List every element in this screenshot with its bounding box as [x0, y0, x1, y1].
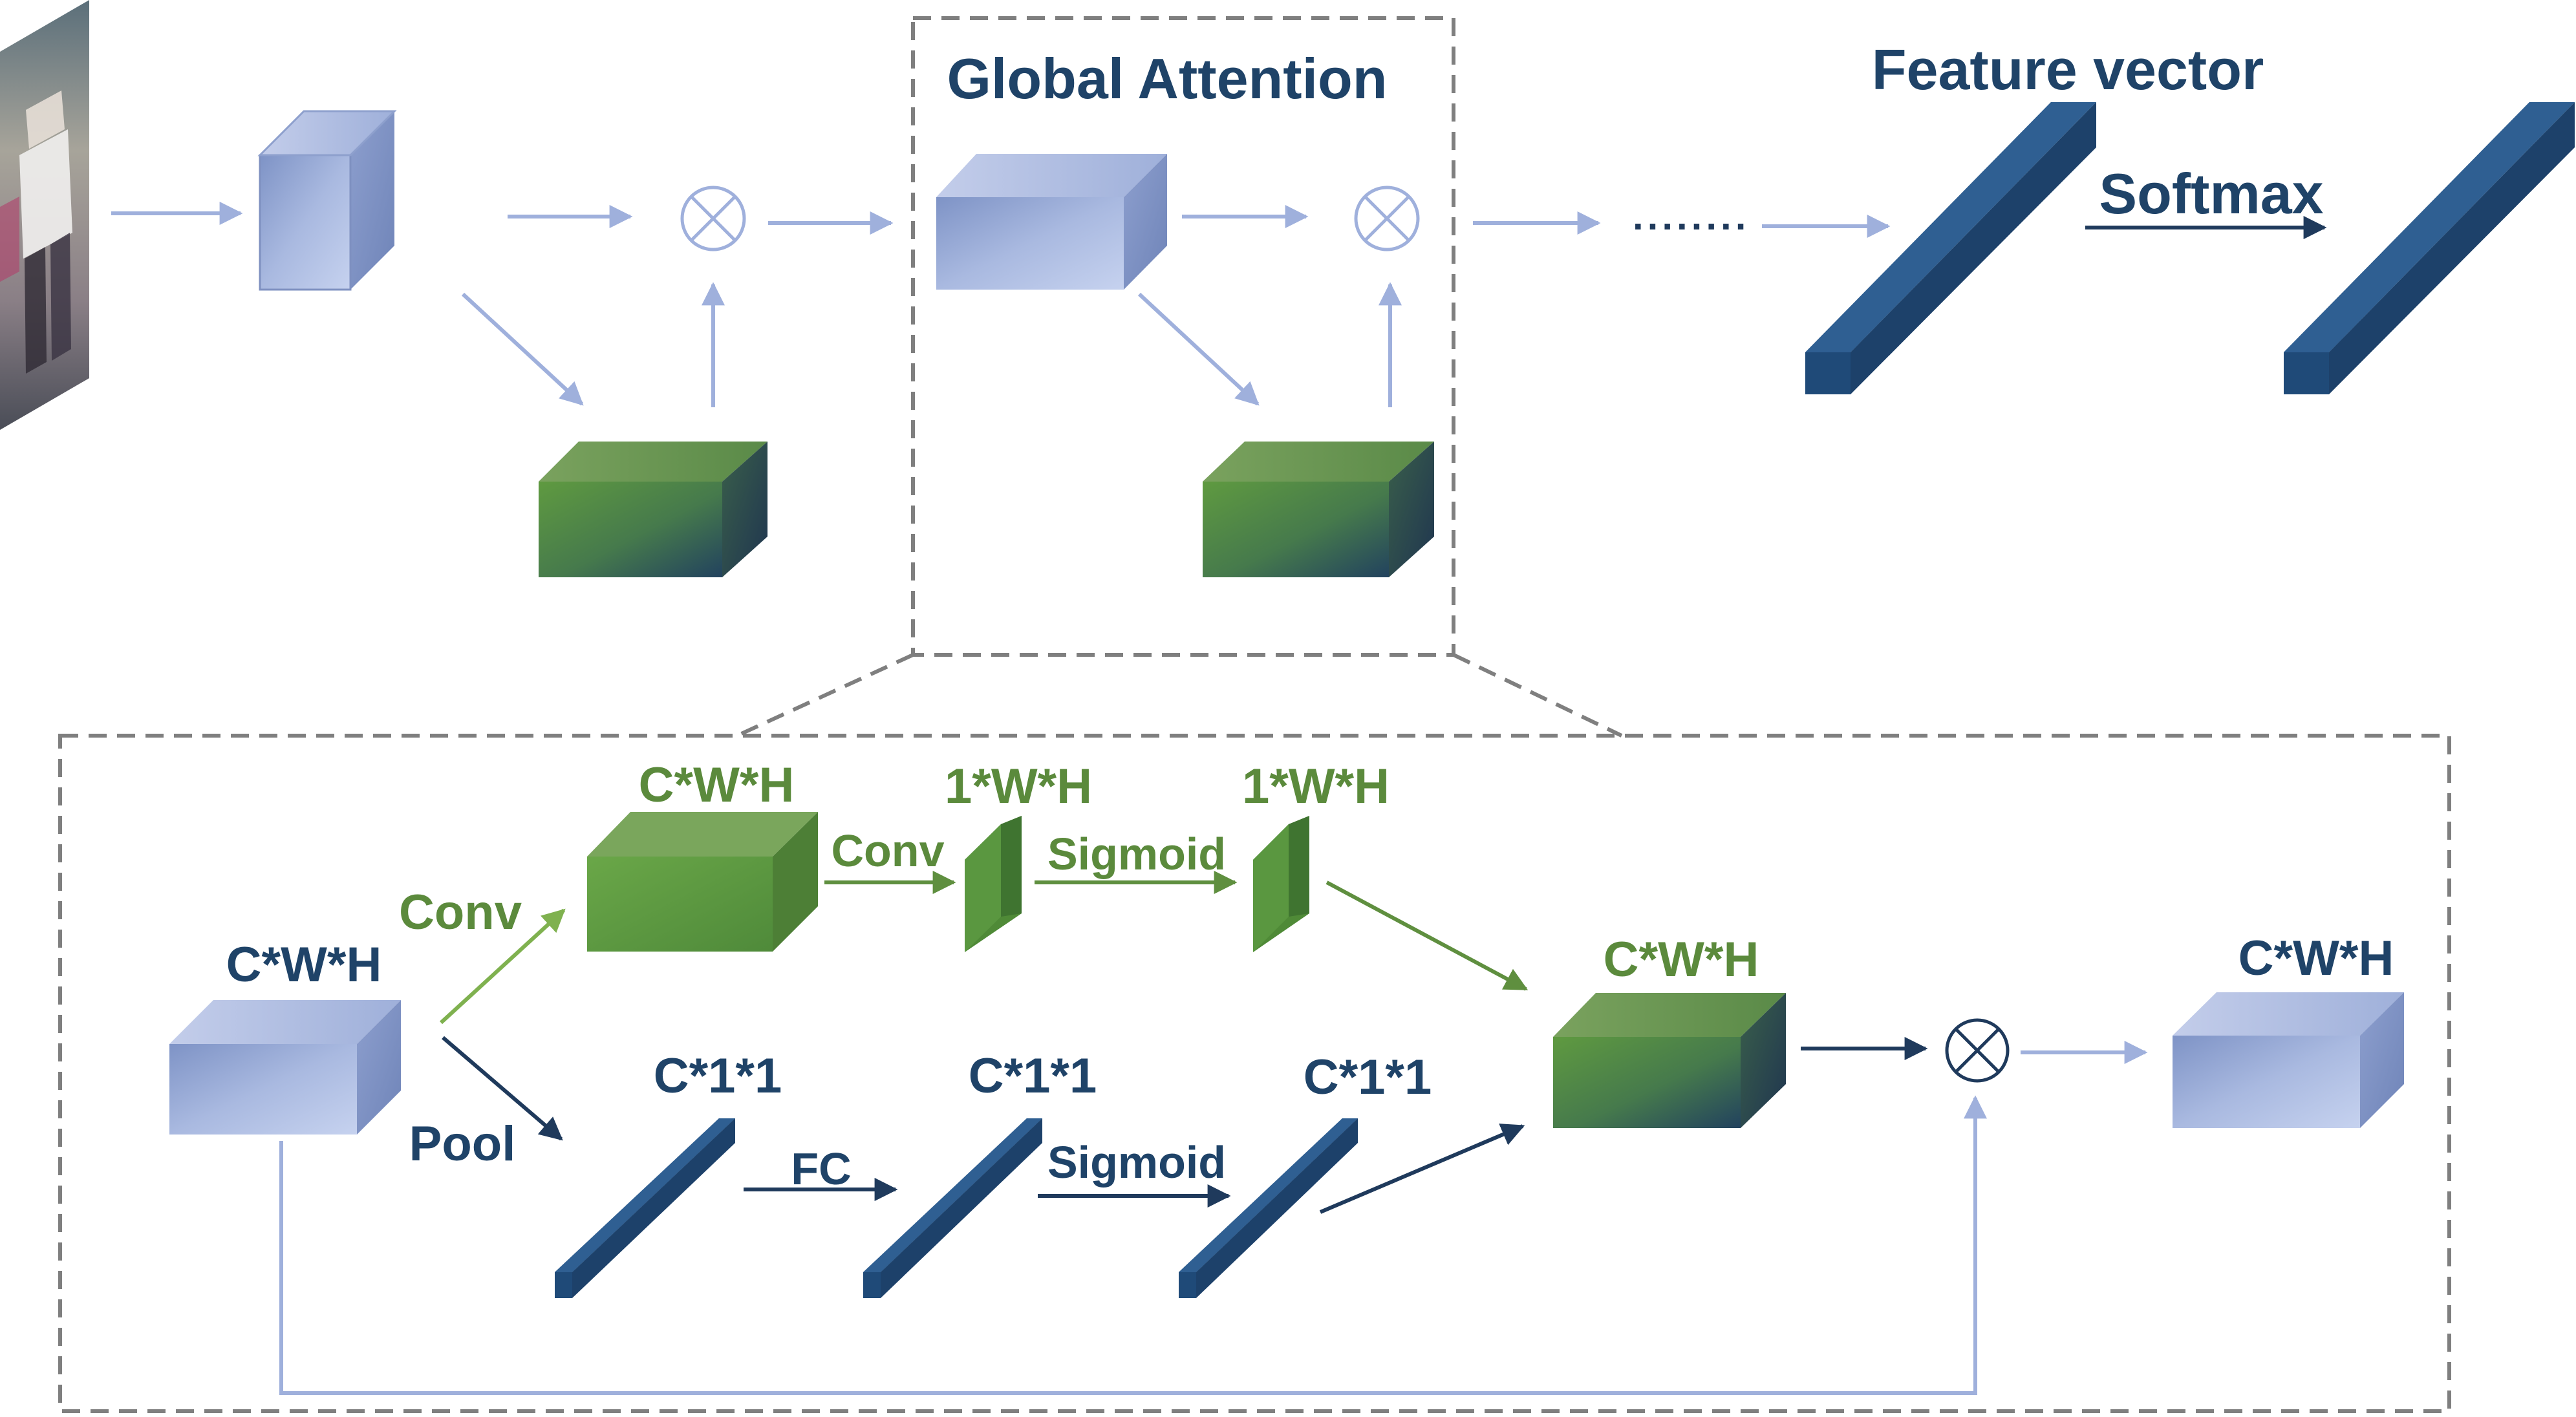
arrow-channel-to-merge — [1319, 1124, 1525, 1214]
softmax-label: Softmax — [2099, 162, 2323, 226]
fc-out-dim: C*1*1 — [969, 1049, 1097, 1103]
global-attention-detail-box — [58, 734, 2451, 1413]
arrow-block2-to-attn2 — [1137, 292, 1260, 406]
feature-vector-bar — [1805, 102, 2096, 394]
zoom-connector-right — [1452, 653, 1623, 738]
spatial-map — [965, 816, 1022, 952]
conv-label-1: Conv — [399, 885, 522, 940]
softmax-output-bar — [2284, 102, 2575, 394]
fc-vector-bar — [863, 1118, 1042, 1298]
pool-out-dim: C*1*1 — [654, 1049, 782, 1103]
input-dim-label: C*W*H — [226, 937, 382, 992]
output-dim: C*W*H — [2238, 931, 2394, 986]
sigmoid-label-2: Sigmoid — [1047, 1137, 1226, 1188]
merged-dim: C*W*H — [1604, 932, 1759, 987]
spatial-sigmoid-map — [1253, 816, 1309, 952]
feature-block-2 — [936, 154, 1167, 290]
channel-sigmoid-dim: C*1*1 — [1304, 1050, 1432, 1105]
attention-map-1 — [539, 442, 767, 577]
arrow-input-to-conv — [439, 908, 566, 1025]
detail-input-block — [169, 1000, 401, 1135]
spatial-sigmoid-dim: 1*W*H — [1242, 759, 1390, 814]
channel-sigmoid-bar — [1179, 1118, 1358, 1298]
multiply-op-detail — [1945, 1018, 2010, 1083]
global-attention-box — [911, 16, 1455, 657]
pool-label: Pool — [409, 1116, 516, 1171]
sigmoid-label-1: Sigmoid — [1047, 829, 1226, 879]
input-image — [0, 0, 89, 430]
spatial-map-dim: 1*W*H — [945, 759, 1092, 814]
spatial-conv-block — [587, 812, 818, 952]
arrow-input-to-pool — [442, 1036, 563, 1141]
merged-attention-block — [1553, 993, 1786, 1128]
multiply-op-2 — [1354, 186, 1420, 251]
feature-block-1 — [257, 110, 397, 291]
arrow-block1-to-attn1 — [461, 292, 584, 406]
global-attention-label: Global Attention — [947, 47, 1387, 111]
conv-label-2: Conv — [832, 826, 945, 876]
feature-vector-label: Feature vector — [1872, 37, 2264, 101]
detail-output-block — [2173, 992, 2404, 1128]
spatial-conv-out-dim: C*W*H — [639, 758, 795, 813]
arrow-spatial-to-merge — [1326, 880, 1529, 991]
pool-vector-bar — [555, 1118, 735, 1298]
residual-skip-connection — [279, 1095, 1987, 1395]
multiply-op-1 — [680, 186, 746, 251]
attention-map-2 — [1203, 442, 1434, 577]
fc-label: FC — [791, 1144, 851, 1194]
zoom-connector-left — [736, 653, 914, 738]
ellipsis: ........ — [1633, 195, 1750, 238]
